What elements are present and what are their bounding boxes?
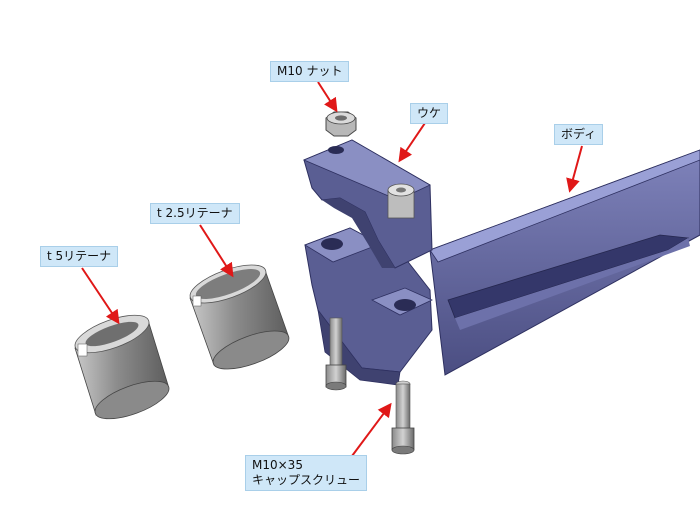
arrow-retainer-5 [81, 267, 120, 325]
upper-clamp-uke [302, 139, 433, 269]
label-cap-screw-size: M10×35 [252, 458, 303, 472]
arrow-uke [398, 122, 426, 163]
retainer-sleeve-2-5 [189, 264, 290, 370]
body-arm [429, 149, 700, 376]
label-retainer-5: t 5リテーナ [40, 246, 119, 267]
label-uke: ウケ [410, 103, 449, 124]
arrow-retainer-2-5 [199, 224, 234, 278]
label-cap-screw-name: キャップスクリュー [252, 473, 361, 487]
label-m10-nut: M10 ナット [270, 61, 350, 82]
label-cap-screw: M10×35 キャップスクリュー [245, 455, 368, 491]
arrow-screw [351, 402, 392, 457]
arrow-nut [317, 81, 338, 113]
label-body: ボディ [554, 124, 604, 145]
label-retainer-2-5: t 2.5リテーナ [150, 203, 240, 224]
retainer-sleeve-5 [74, 314, 170, 420]
m10-nut [325, 111, 357, 137]
arrow-body [566, 145, 583, 193]
cap-screw-right [391, 380, 415, 455]
cap-screw-left [325, 317, 347, 391]
